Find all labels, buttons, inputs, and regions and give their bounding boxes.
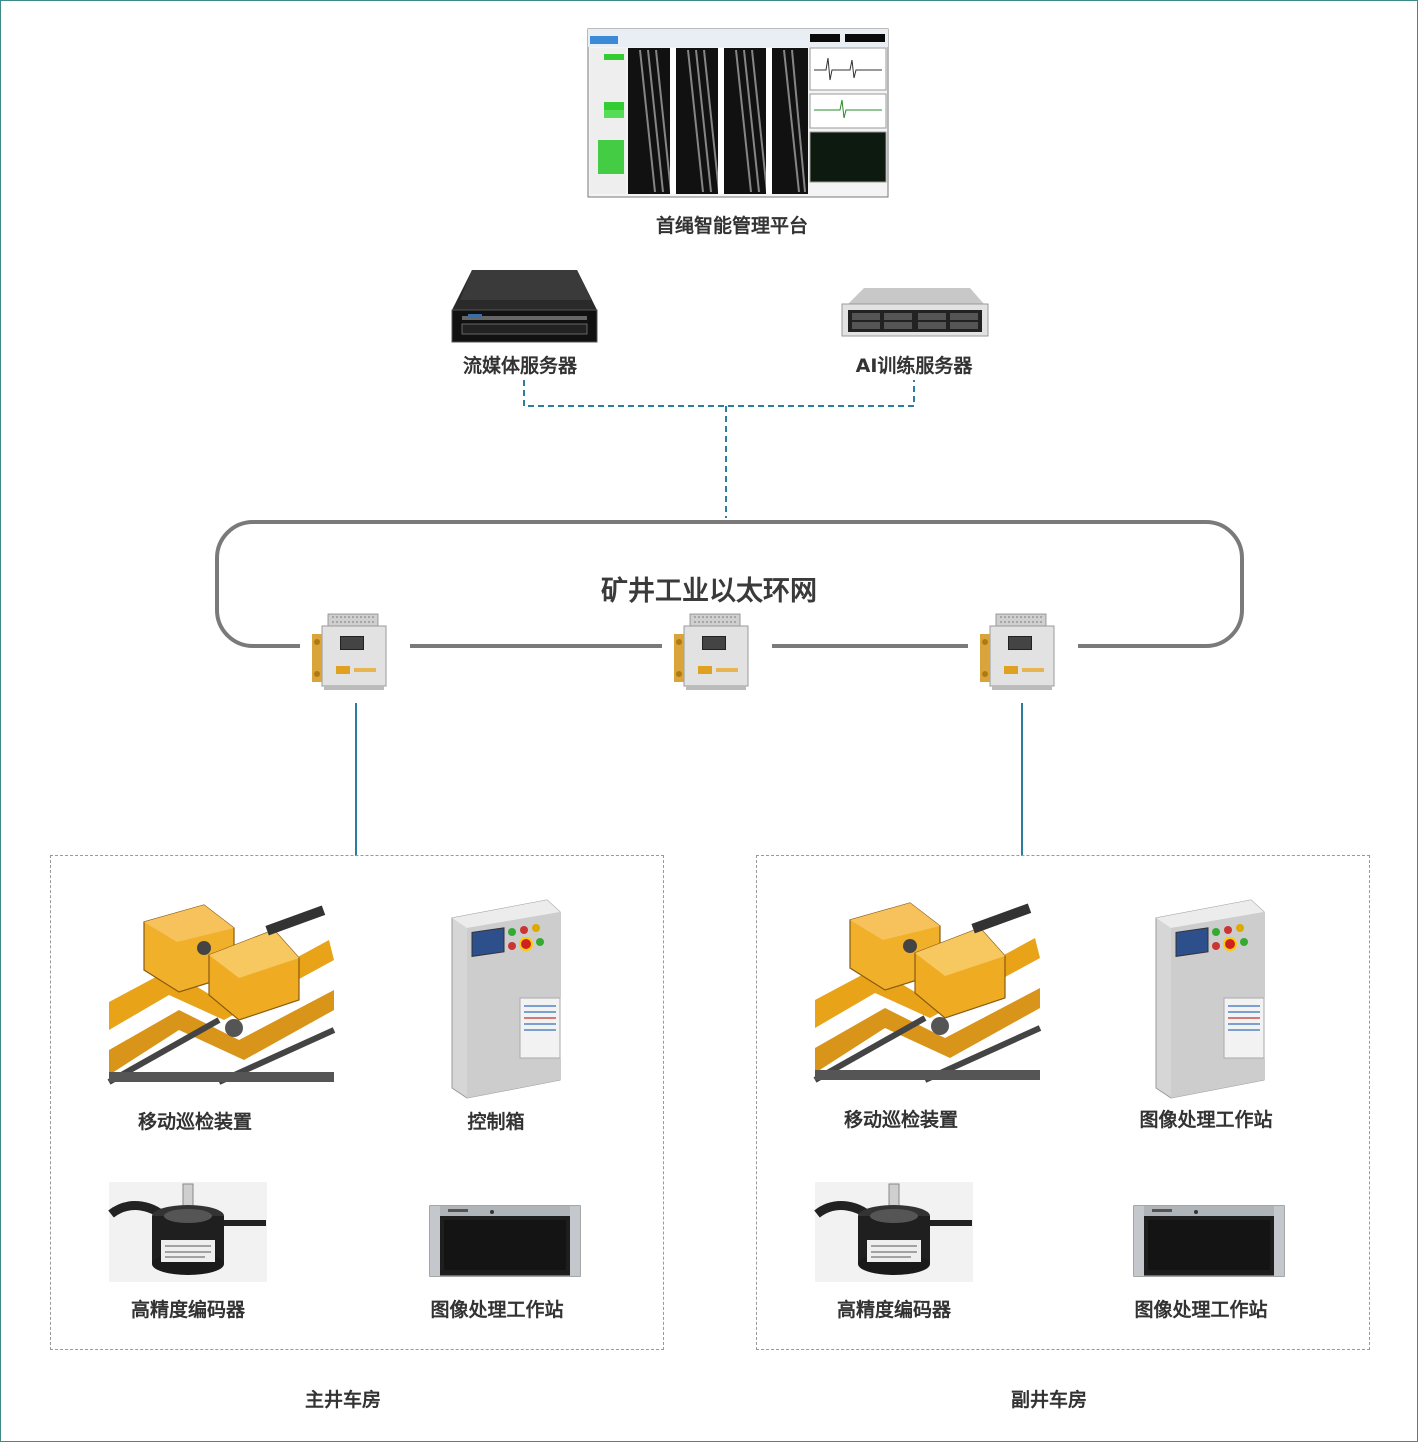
main-room-label: 主井车房 <box>304 1389 382 1411</box>
ring-switch-icon-2 <box>673 613 749 691</box>
monitor-screenshot-icon <box>587 28 889 198</box>
aux-workstation-label: 图像处理工作站 <box>1134 1299 1268 1321</box>
aux-inspection-label: 移动巡检装置 <box>843 1109 959 1131</box>
main-workstation-label: 图像处理工作站 <box>430 1299 564 1321</box>
platform-label: 首绳智能管理平台 <box>655 215 809 237</box>
main-room-box <box>50 855 664 1350</box>
main-inspection-label: 移动巡检装置 <box>137 1111 253 1133</box>
ring-switch-icon-1 <box>311 613 387 691</box>
main-control-label: 控制箱 <box>467 1111 525 1133</box>
aux-room-box <box>756 855 1370 1350</box>
server-links <box>523 380 915 518</box>
ring-switch-icon-3 <box>979 613 1055 691</box>
main-encoder-label: 高精度编码器 <box>130 1299 246 1321</box>
aux-control-label: 图像处理工作站 <box>1139 1109 1273 1131</box>
aux-encoder-label: 高精度编码器 <box>836 1299 952 1321</box>
aux-room-label: 副井车房 <box>1010 1389 1088 1411</box>
ai-server-label: AI训练服务器 <box>855 355 973 377</box>
streaming-server-label: 流媒体服务器 <box>462 355 578 377</box>
streaming-server-icon <box>451 269 598 343</box>
ai-server-icon <box>841 287 989 337</box>
network-label: 矿井工业以太环网 <box>601 576 817 607</box>
